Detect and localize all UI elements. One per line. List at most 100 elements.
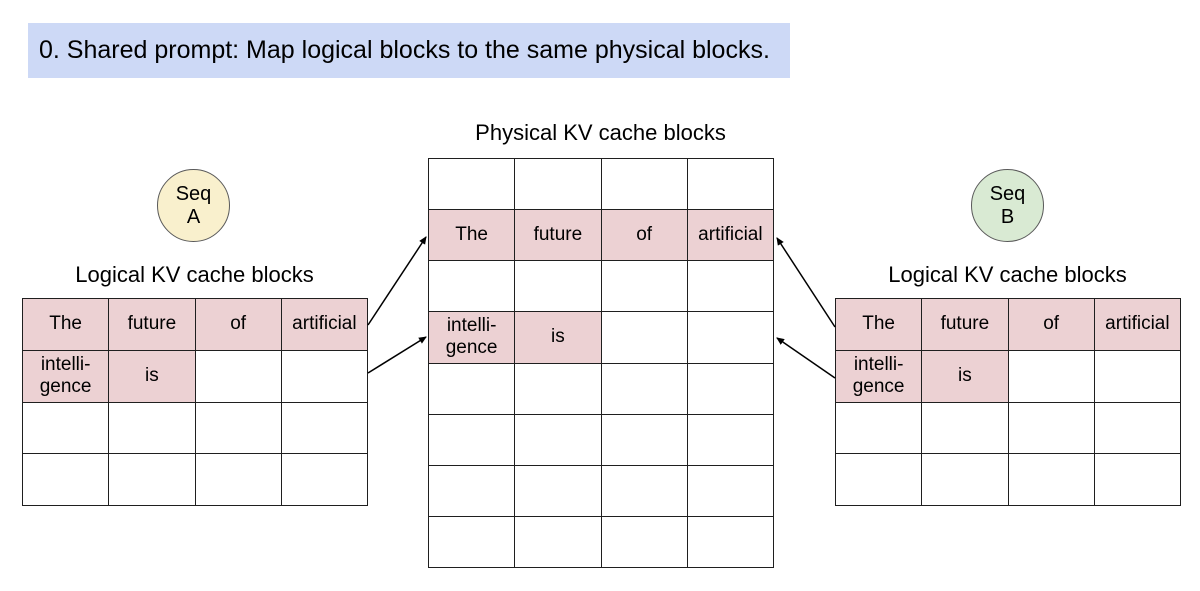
- cell-text: The: [862, 313, 895, 335]
- seq-b-logical-kv-table-cell-r3c3: [1094, 454, 1181, 506]
- cell-text: of: [636, 224, 653, 246]
- physical-kv-table-cell-r2c3: [687, 261, 774, 313]
- seq-b-badge: Seq B: [971, 169, 1044, 242]
- physical-kv-table-cell-r4c3: [687, 363, 774, 415]
- physical-kv-table-cell-r7c1: [515, 516, 602, 568]
- cell-text: is: [145, 365, 159, 387]
- seq-b-badge-line2: B: [1000, 205, 1015, 228]
- physical-kv-table-cell-r0c2: [601, 159, 688, 211]
- physical-kv-table-cell-r7c2: [601, 516, 688, 568]
- seq-a-logical-kv-table-cell-r0c1: future: [109, 299, 196, 351]
- physical-kv-table-cell-r2c0: [429, 261, 516, 313]
- cell-text: future: [533, 224, 583, 246]
- physical-table-label: Physical KV cache blocks: [475, 120, 726, 145]
- cell-text: The: [49, 313, 82, 335]
- seq-b-logical-kv-table-cell-r2c3: [1094, 402, 1181, 455]
- seq-b-logical-kv-table-cell-r0c1: future: [922, 299, 1009, 351]
- seq-b-logical-kv-table-cell-r0c2: of: [1008, 299, 1095, 351]
- physical-kv-table-cell-r4c1: [515, 363, 602, 415]
- seq-a-logical-kv-table-cell-r0c3: artificial: [281, 299, 368, 351]
- physical-kv-table-cell-r5c0: [429, 414, 516, 466]
- seq-a-badge-line2: A: [186, 205, 201, 228]
- physical-kv-table-cell-r3c1: is: [515, 312, 602, 364]
- cell-text: is: [551, 326, 565, 348]
- cell-text: artificial: [698, 224, 763, 246]
- physical-kv-table-cell-r1c3: artificial: [687, 210, 774, 262]
- seq-a-block1-to-physical-row3: [367, 336, 427, 374]
- seq-a-table-label: Logical KV cache blocks: [75, 262, 314, 287]
- cell-text: is: [958, 365, 972, 387]
- cell-text: future: [940, 313, 990, 335]
- physical-kv-table-cell-r7c0: [429, 516, 516, 568]
- cell-text: intelli- gence: [445, 315, 498, 359]
- seq-b-logical-kv-table-cell-r2c2: [1008, 402, 1095, 455]
- seq-a-logical-kv-table: The future of artificial intelli- gence is: [22, 298, 368, 506]
- seq-a-logical-kv-table-cell-r3c3: [281, 454, 368, 506]
- physical-kv-table-cell-r2c2: [601, 261, 688, 313]
- seq-b-logical-kv-table-cell-r3c1: [922, 454, 1009, 506]
- seq-a-badge: Seq A: [157, 169, 230, 242]
- physical-kv-table-cell-r6c0: [429, 465, 516, 517]
- seq-b-logical-kv-table-cell-r0c3: artificial: [1094, 299, 1181, 351]
- seq-a-logical-kv-table-cell-r2c0: [23, 402, 110, 455]
- title-text: 0. Shared prompt: Map logical blocks to …: [39, 36, 770, 64]
- seq-b-logical-kv-table-cell-r1c1: is: [922, 350, 1009, 403]
- seq-b-badge-line1: Seq: [989, 182, 1026, 205]
- seq-a-logical-kv-table-cell-r2c1: [109, 402, 196, 455]
- physical-kv-table-cell-r6c1: [515, 465, 602, 517]
- seq-a-logical-kv-table-cell-r1c3: [281, 350, 368, 403]
- cell-text: artificial: [1105, 313, 1170, 335]
- seq-b-block1-to-physical-row3: [776, 337, 836, 379]
- cell-text: The: [455, 224, 488, 246]
- physical-kv-table-cell-r6c2: [601, 465, 688, 517]
- physical-kv-table-cell-r1c2: of: [601, 210, 688, 262]
- seq-a-logical-kv-table-cell-r0c0: The: [23, 299, 110, 351]
- seq-a-logical-kv-table-cell-r1c1: is: [109, 350, 196, 403]
- physical-kv-table-cell-r0c0: [429, 159, 516, 211]
- seq-a-logical-kv-table-cell-r3c0: [23, 454, 110, 506]
- seq-a-logical-kv-table-cell-r2c3: [281, 402, 368, 455]
- seq-b-logical-kv-table: The future of artificial intelli- gence is: [835, 298, 1181, 506]
- seq-b-logical-kv-table-cell-r3c0: [836, 454, 923, 506]
- physical-kv-table-cell-r7c3: [687, 516, 774, 568]
- physical-kv-table-cell-r5c1: [515, 414, 602, 466]
- seq-b-logical-kv-table-cell-r2c0: [836, 402, 923, 455]
- cell-text: of: [1043, 313, 1060, 335]
- physical-kv-table-cell-r5c2: [601, 414, 688, 466]
- seq-b-logical-kv-table-cell-r1c3: [1094, 350, 1181, 403]
- physical-kv-table-cell-r0c1: [515, 159, 602, 211]
- physical-kv-table-cell-r2c1: [515, 261, 602, 313]
- physical-kv-table-cell-r6c3: [687, 465, 774, 517]
- physical-kv-table-cell-r3c3: [687, 312, 774, 364]
- physical-kv-table-cell-r1c1: future: [515, 210, 602, 262]
- seq-a-logical-kv-table-cell-r1c2: [195, 350, 282, 403]
- seq-b-block0-to-physical-row1: [776, 237, 836, 328]
- seq-a-logical-kv-table-cell-r3c2: [195, 454, 282, 506]
- physical-kv-table-cell-r4c0: [429, 363, 516, 415]
- seq-b-logical-kv-table-cell-r0c0: The: [836, 299, 923, 351]
- cell-text: of: [230, 313, 247, 335]
- cell-text: artificial: [292, 313, 357, 335]
- cell-text: future: [127, 313, 177, 335]
- seq-b-logical-kv-table-cell-r3c2: [1008, 454, 1095, 506]
- seq-b-logical-kv-table-cell-r1c2: [1008, 350, 1095, 403]
- physical-kv-table-cell-r4c2: [601, 363, 688, 415]
- seq-a-logical-kv-table-cell-r0c2: of: [195, 299, 282, 351]
- physical-kv-table-cell-r3c2: [601, 312, 688, 364]
- seq-b-logical-kv-table-cell-r2c1: [922, 402, 1009, 455]
- seq-a-logical-kv-table-cell-r1c0: intelli- gence: [23, 350, 110, 403]
- seq-b-logical-kv-table-cell-r1c0: intelli- gence: [836, 350, 923, 403]
- physical-kv-table-cell-r1c0: The: [429, 210, 516, 262]
- seq-b-table-label: Logical KV cache blocks: [888, 262, 1127, 287]
- physical-kv-table-cell-r5c3: [687, 414, 774, 466]
- cell-text: intelli- gence: [852, 354, 905, 398]
- seq-a-block0-to-physical-row1: [367, 236, 427, 326]
- seq-a-logical-kv-table-cell-r3c1: [109, 454, 196, 506]
- seq-a-badge-line1: Seq: [175, 182, 212, 205]
- physical-kv-table-cell-r0c3: [687, 159, 774, 211]
- title-banner: 0. Shared prompt: Map logical blocks to …: [28, 23, 790, 78]
- physical-kv-table-cell-r3c0: intelli- gence: [429, 312, 516, 364]
- physical-kv-table: The future of artificial intelli- gence is: [428, 158, 774, 568]
- cell-text: intelli- gence: [39, 354, 92, 398]
